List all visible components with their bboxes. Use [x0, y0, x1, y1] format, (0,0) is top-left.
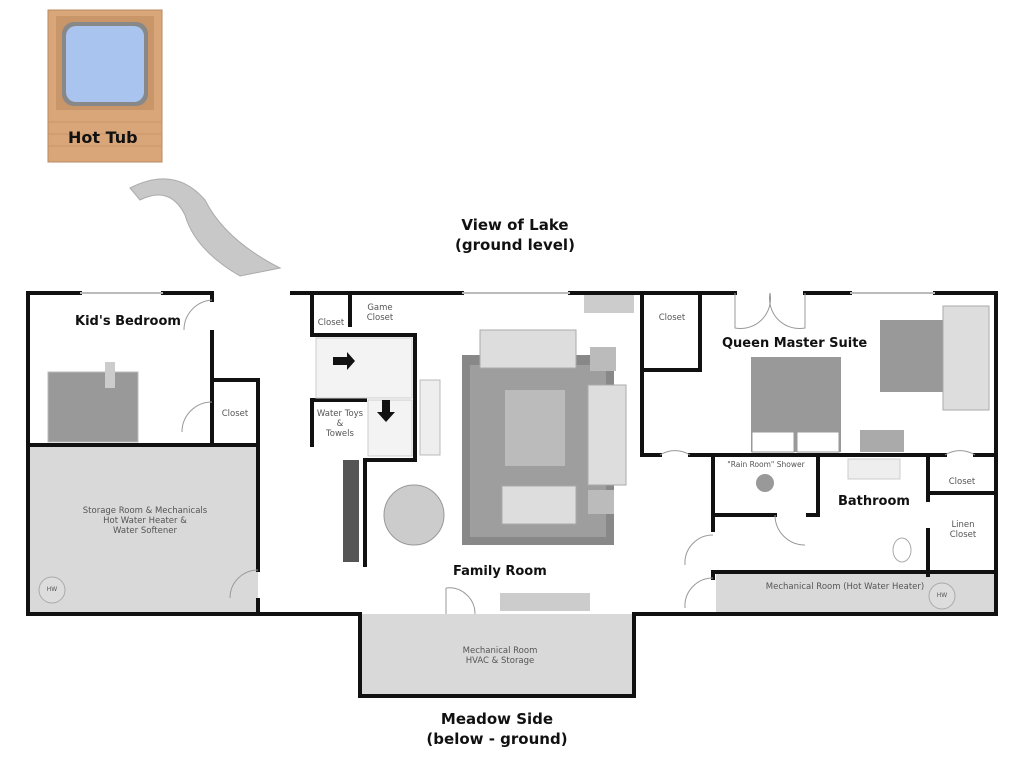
water-toys-line2: & — [336, 419, 344, 430]
furniture — [47, 295, 990, 611]
hot-tub-deck — [47, 9, 163, 163]
mech-hvac-line1: Mechanical Room — [462, 646, 538, 656]
linen-line2: Closet — [949, 530, 977, 541]
bottom-line1: Meadow Side — [440, 710, 554, 728]
path-arrow — [129, 178, 282, 277]
master-closet-label: Closet — [658, 313, 686, 323]
meadow-side-label: Meadow Side(below - ground) — [397, 710, 597, 749]
rain-shower-label: "Rain Room" Shower — [727, 460, 805, 469]
hw-left-label: HW — [46, 586, 58, 593]
storage-line1: Storage Room & Mechanicals — [82, 506, 208, 516]
bathroom-label: Bathroom — [838, 494, 910, 509]
kids-closet-label: Closet — [221, 409, 249, 419]
storage-room-fill — [28, 445, 258, 614]
mech-hw-label: Mechanical Room (Hot Water Heater) — [765, 582, 925, 592]
hw-tank-right — [928, 582, 956, 610]
mech-hvac-line2: HVAC & Storage — [465, 656, 535, 667]
hw-right-label: HW — [936, 592, 948, 599]
water-toys-line3: Towels — [326, 429, 354, 440]
top-line2: (ground level) — [455, 235, 575, 254]
family-room-label: Family Room — [453, 564, 547, 579]
game-closet-line1: Game — [367, 303, 393, 313]
linen-line1: Linen — [951, 520, 975, 530]
hot-tub-label: Hot Tub — [68, 128, 138, 147]
view-of-lake-label: View of Lake(ground level) — [415, 216, 615, 255]
mech-hvac-fill — [360, 614, 634, 696]
game-closet-line2: Closet — [366, 313, 394, 324]
bottom-line2: (below - ground) — [426, 729, 568, 748]
water-toys-line1: Water Toys — [316, 409, 364, 419]
top-line1: View of Lake — [461, 216, 569, 234]
water-toys-label: Water Toys&Towels — [312, 409, 368, 440]
stair-arrow-right-icon — [333, 352, 355, 370]
stair-arrow-down-icon — [377, 400, 395, 422]
hw-tank-left — [38, 576, 66, 604]
walls — [26, 291, 998, 698]
bath-closet-label: Closet — [948, 477, 976, 487]
storage-line2: Hot Water Heater & — [103, 516, 187, 527]
door-swings — [181, 292, 976, 615]
storage-line3: Water Softener — [113, 526, 177, 537]
kids-bedroom-label: Kid's Bedroom — [75, 314, 181, 329]
queen-master-label: Queen Master Suite — [722, 336, 868, 351]
stair-closet-label: Closet — [317, 318, 345, 328]
stairs — [315, 337, 413, 457]
